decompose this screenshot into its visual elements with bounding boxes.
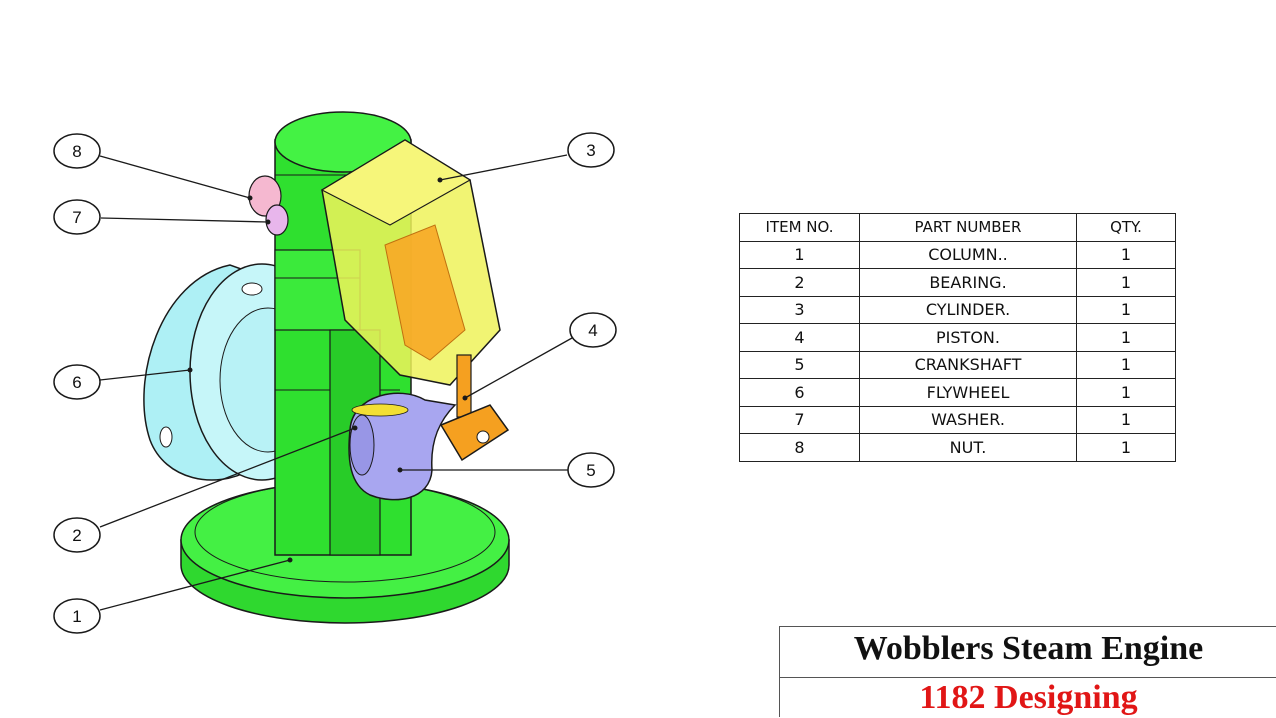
- bom-header-part: PART NUMBER: [859, 213, 1077, 242]
- leader-lines: [99, 154, 573, 611]
- leader-dots: [187, 177, 468, 563]
- bom-header-row: ITEM NO. PART NUMBER QTY.: [739, 213, 1176, 242]
- bom-row: 4 PISTON. 1: [739, 323, 1176, 352]
- bom-item: 2: [739, 268, 860, 297]
- svg-text:5: 5: [586, 461, 595, 480]
- balloon-1: 1: [53, 598, 101, 634]
- svg-text:7: 7: [72, 208, 81, 227]
- bom-part: FLYWHEEL: [859, 378, 1077, 407]
- title-block: Wobblers Steam Engine 1182 Designing: [779, 626, 1276, 717]
- bom-item: 6: [739, 378, 860, 407]
- bom-qty: 1: [1076, 268, 1176, 297]
- bom-row: 7 WASHER. 1: [739, 405, 1176, 434]
- bom-item: 5: [739, 350, 860, 379]
- bom-qty: 1: [1076, 433, 1176, 462]
- bom-item: 7: [739, 405, 860, 434]
- bom-item: 1: [739, 240, 860, 269]
- bom-qty: 1: [1076, 323, 1176, 352]
- bom-part: BEARING.: [859, 268, 1077, 297]
- svg-text:6: 6: [72, 373, 81, 392]
- balloon-5: 5: [567, 452, 615, 488]
- balloon-4: 4: [569, 312, 617, 348]
- bom-part: CYLINDER.: [859, 295, 1077, 324]
- bom-item: 8: [739, 433, 860, 462]
- bom-qty: 1: [1076, 240, 1176, 269]
- bom-qty: 1: [1076, 350, 1176, 379]
- bom-part: WASHER.: [859, 405, 1077, 434]
- bom-item: 3: [739, 295, 860, 324]
- balloon-3: 3: [567, 132, 615, 168]
- piston: [439, 354, 510, 462]
- bom-part: PISTON.: [859, 323, 1077, 352]
- bom-row: 1 COLUMN.. 1: [739, 240, 1176, 269]
- bom-qty: 1: [1076, 295, 1176, 324]
- nut-and-washer: [248, 175, 289, 236]
- svg-text:4: 4: [588, 321, 597, 340]
- bom-header-item: ITEM NO.: [739, 213, 860, 242]
- bom-row: 2 BEARING. 1: [739, 268, 1176, 297]
- drawing-subtitle: 1182 Designing: [919, 679, 1138, 716]
- svg-text:2: 2: [72, 526, 81, 545]
- svg-text:1: 1: [72, 607, 81, 626]
- balloon-2: 2: [53, 517, 101, 553]
- balloon-8: 8: [53, 133, 101, 169]
- bom-item: 4: [739, 323, 860, 352]
- bom-qty: 1: [1076, 405, 1176, 434]
- bom-part: CRANKSHAFT: [859, 350, 1077, 379]
- balloon-6: 6: [53, 364, 101, 400]
- bom-part: NUT.: [859, 433, 1077, 462]
- bom-part: COLUMN..: [859, 240, 1077, 269]
- bill-of-materials-table: ITEM NO. PART NUMBER QTY. 1 COLUMN.. 1 2…: [739, 213, 1176, 462]
- bom-qty: 1: [1076, 378, 1176, 407]
- bom-header-qty: QTY.: [1076, 213, 1176, 242]
- bom-row: 6 FLYWHEEL 1: [739, 378, 1176, 407]
- bom-row: 3 CYLINDER. 1: [739, 295, 1176, 324]
- bom-row: 5 CRANKSHAFT 1: [739, 350, 1176, 379]
- balloon-7: 7: [53, 199, 101, 235]
- cylinder: [320, 139, 501, 386]
- bom-row: 8 NUT. 1: [739, 433, 1176, 462]
- svg-text:8: 8: [72, 142, 81, 161]
- crankshaft: [348, 392, 457, 501]
- svg-text:3: 3: [586, 141, 595, 160]
- drawing-title: Wobblers Steam Engine: [780, 627, 1276, 678]
